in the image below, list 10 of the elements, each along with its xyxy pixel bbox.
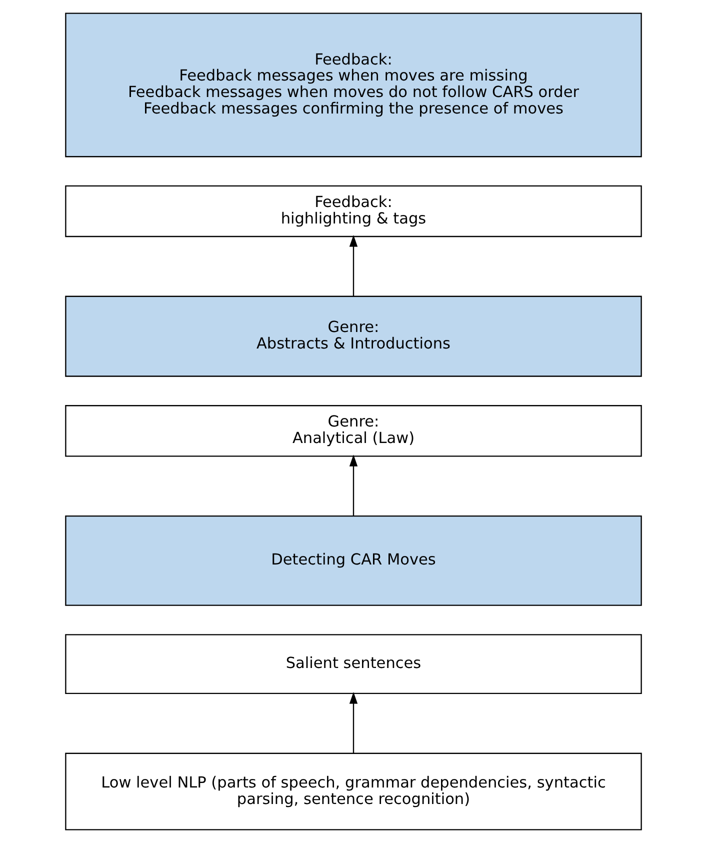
node-box: Feedback: highlighting & tags [64, 185, 642, 238]
node-box: Detecting CAR Moves [64, 515, 642, 606]
arrow [348, 234, 358, 296]
node-box: Feedback: Feedback messages when moves are missing Feedback messages when moves do not follow CARS order Feedback messages confirming the presence of moves [64, 12, 642, 158]
arrow [348, 692, 358, 754]
arrow [348, 454, 358, 516]
node-box: Genre: Analytical (Law) [64, 405, 642, 457]
node-box: Low level NLP (parts of speech, grammar dependencies, syntactic parsing, sentence recognition) [64, 752, 642, 830]
node-box: Salient sentences [64, 634, 642, 694]
node-box: Genre: Abstracts & Introductions [64, 296, 642, 377]
